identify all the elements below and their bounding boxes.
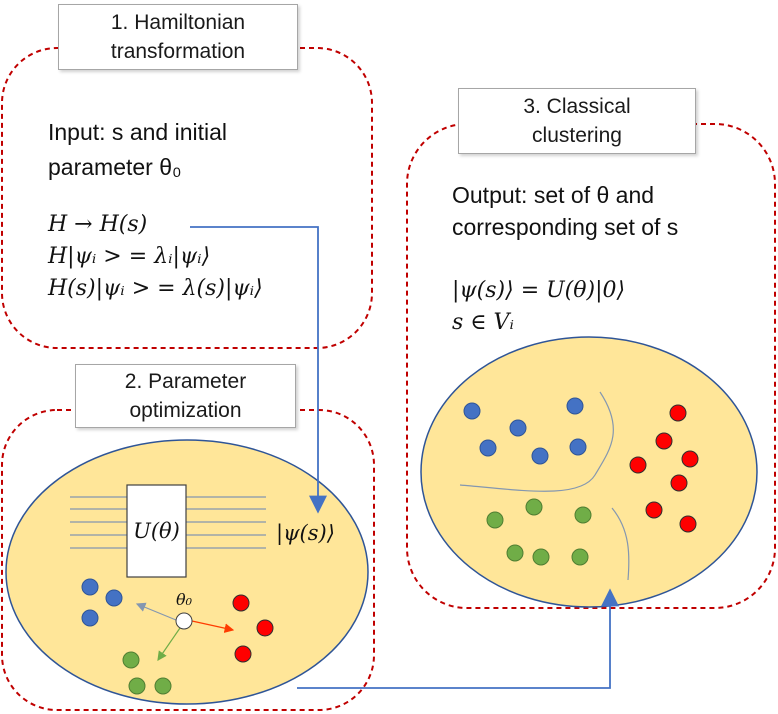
eigen-equation: H|ψᵢ > = λᵢ|ψᵢ⟩ — [48, 244, 211, 269]
step-3-title-box: 3. Classical clustering — [458, 88, 696, 154]
input-description-line2: parameter θ₀ — [48, 154, 182, 180]
step-1-title-line1: 1. Hamiltonian — [110, 11, 246, 34]
output-state-label: |ψ(s)⟩ — [276, 521, 335, 545]
red-point — [234, 645, 252, 663]
green-point — [122, 651, 140, 669]
theta0-label: θ₀ — [176, 590, 193, 609]
step-2-title-line2: optimization — [129, 399, 242, 422]
hamiltonian-map-equation: H → H(s) — [48, 212, 148, 237]
red-point — [629, 456, 647, 474]
blue-point — [531, 447, 549, 465]
red-point — [655, 432, 673, 450]
green-point — [486, 511, 504, 529]
blue-point — [479, 439, 497, 457]
red-point — [670, 474, 688, 492]
cluster-divider-1 — [459, 391, 614, 492]
blue-point — [569, 438, 587, 456]
step-2-title-box: 2. Parameter optimization — [75, 364, 296, 428]
green-point — [506, 544, 524, 562]
arrow-to-red — [191, 620, 235, 633]
output-description-line1: Output: set of θ and — [452, 182, 655, 208]
clustering-ellipse — [420, 336, 758, 608]
red-point — [669, 404, 687, 422]
parametrized-eigen-equation: H(s)|ψᵢ > = λ(s)|ψᵢ⟩ — [48, 276, 263, 301]
step-1-title-box: 1. Hamiltonian transformation — [58, 4, 298, 70]
theta0-point — [175, 612, 193, 630]
step-3-title-line2: clustering — [532, 124, 622, 147]
arrow-to-blue — [135, 602, 177, 621]
cluster-divider-2 — [611, 507, 630, 581]
blue-point — [105, 589, 123, 607]
blue-point — [509, 419, 527, 437]
green-point — [154, 677, 172, 695]
step-2-title-line1: 2. Parameter — [124, 370, 247, 393]
connector-arrow-2-to-3 — [297, 588, 619, 689]
green-point — [128, 677, 146, 695]
input-description-line1: Input: s and initial — [48, 119, 228, 145]
green-point — [574, 506, 592, 524]
membership-equation: s ∈ Vᵢ — [452, 310, 514, 335]
arrow-to-green — [157, 627, 181, 661]
step-3-title-line1: 3. Classical — [523, 95, 631, 118]
red-point — [256, 619, 274, 637]
connector-arrow-1-to-2 — [190, 226, 327, 514]
blue-point — [81, 578, 99, 596]
green-point — [525, 498, 543, 516]
green-point — [571, 548, 589, 566]
optimization-ellipse — [5, 439, 369, 705]
red-point — [645, 501, 663, 519]
unitary-gate-box — [126, 484, 187, 578]
step-1-title-line2: transformation — [110, 40, 246, 63]
output-description-line2: corresponding set of s — [452, 214, 679, 240]
red-point — [681, 450, 699, 468]
blue-point — [81, 609, 99, 627]
blue-point — [566, 397, 584, 415]
red-point — [679, 515, 697, 533]
unitary-gate-label: U(θ) — [133, 519, 180, 543]
blue-point — [463, 402, 481, 420]
green-point — [532, 548, 550, 566]
red-point — [232, 594, 250, 612]
state-preparation-equation: |ψ(s)⟩ = U(θ)|0⟩ — [452, 278, 626, 303]
panel-3-border — [406, 123, 776, 609]
